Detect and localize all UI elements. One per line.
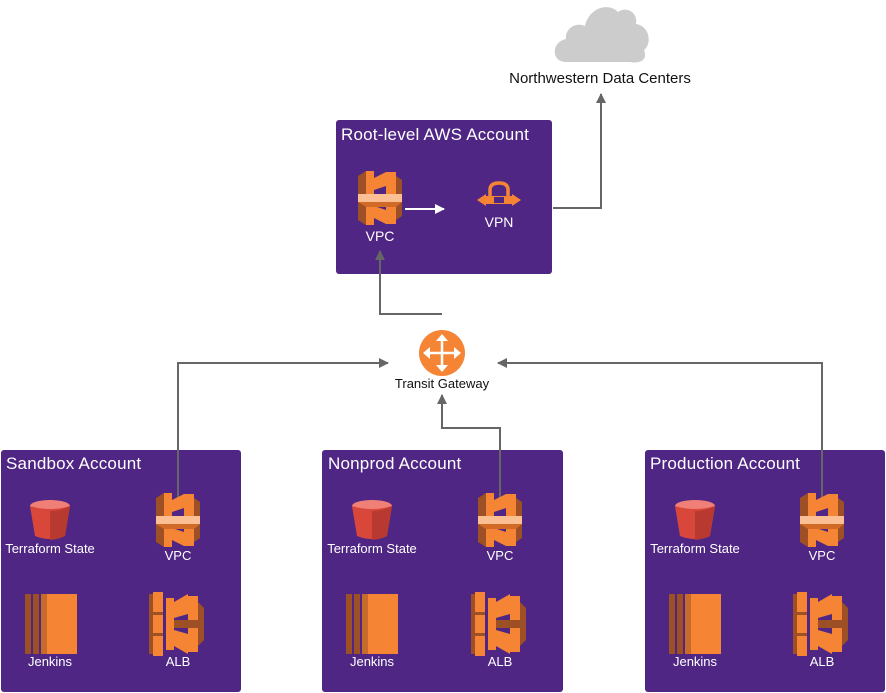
sandbox-alb-label: ALB <box>165 654 191 669</box>
sandbox-vpc-label: VPC <box>164 548 192 563</box>
nonprod-vpc-label: VPC <box>486 548 514 563</box>
nonprod-to-transit-connector <box>437 394 501 498</box>
nonprod-alb-label: ALB <box>487 654 513 669</box>
load-balancer-icon <box>471 592 526 656</box>
production-to-transit-connector <box>497 358 823 498</box>
vpc-icon <box>358 171 402 225</box>
production-vpc-label: VPC <box>808 548 836 563</box>
root-vpc-label: VPC <box>365 228 395 244</box>
load-balancer-icon <box>793 592 848 656</box>
sandbox-state-label: Terraform State <box>5 541 95 556</box>
vpc-icon <box>800 493 844 547</box>
nonprod-jenkins-label: Jenkins <box>349 654 395 669</box>
vpc-icon <box>478 493 522 547</box>
sandbox-account-title: Sandbox Account <box>6 454 142 473</box>
production-jenkins-label: Jenkins <box>672 654 718 669</box>
sandbox-jenkins-label: Jenkins <box>27 654 73 669</box>
bucket-icon <box>30 500 70 540</box>
vpc-icon <box>156 493 200 547</box>
bucket-icon <box>675 500 715 540</box>
production-alb-label: ALB <box>809 654 835 669</box>
production-state-label: Terraform State <box>650 541 740 556</box>
root-vpn-label: VPN <box>484 214 514 230</box>
load-balancer-icon <box>149 592 204 656</box>
transit-to-root-connector <box>375 250 442 315</box>
nonprod-state-label: Terraform State <box>327 541 417 556</box>
root-account-box <box>336 120 552 274</box>
vpn-lock-icon <box>477 181 521 206</box>
sandbox-to-transit-connector <box>177 358 389 498</box>
cloud-icon <box>554 7 649 63</box>
datacenter-label: Northwestern Data Centers <box>509 70 691 87</box>
root-to-datacenter-connector <box>553 93 606 209</box>
transit-gateway-label: Transit Gateway <box>394 376 490 391</box>
root-account-title: Root-level AWS Account <box>341 125 530 144</box>
bucket-icon <box>352 500 392 540</box>
nonprod-account-title: Nonprod Account <box>328 454 462 473</box>
router-icon <box>419 330 465 376</box>
production-account-title: Production Account <box>650 454 801 473</box>
